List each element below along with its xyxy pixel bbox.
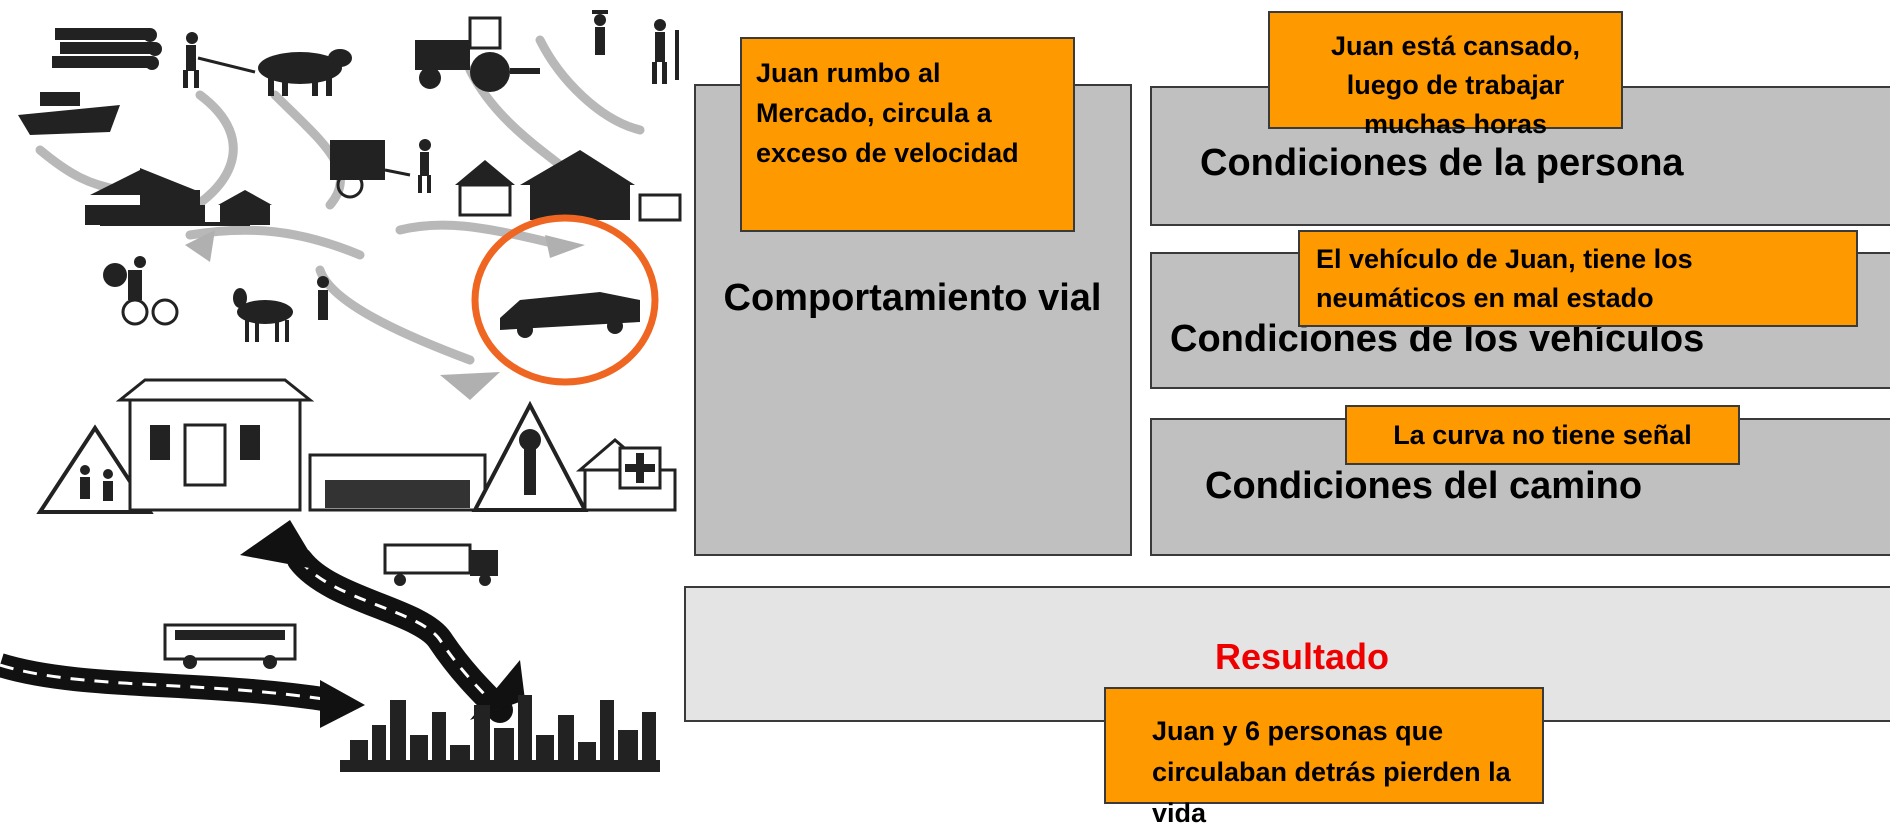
village-houses-right-icon — [455, 150, 682, 222]
condiciones-camino-label: Condiciones del camino — [1205, 465, 1643, 507]
farmers-icon — [592, 10, 679, 84]
ox-icon — [258, 49, 352, 96]
resultado-label: Resultado — [1215, 636, 1390, 677]
road-arrow-icon — [0, 520, 525, 728]
medical-icon — [575, 438, 677, 512]
note-cansado: Juan está cansado, luego de trabajar muc… — [1268, 11, 1623, 139]
ox-cart-icon — [330, 139, 431, 199]
village-houses-icon — [85, 168, 272, 226]
city-skyline-icon — [340, 695, 660, 772]
boat-icon — [18, 92, 120, 135]
tractor-icon — [415, 16, 540, 92]
note-vida: Juan y 6 personas que circulaban detrás … — [1104, 687, 1544, 828]
donkey-icon — [233, 276, 329, 342]
car-icon — [500, 292, 640, 338]
bus-icon — [163, 623, 297, 669]
school-sign-icon — [36, 424, 154, 514]
rural-road-illustration — [0, 10, 682, 772]
condiciones-persona-label: Condiciones de la persona — [1200, 142, 1684, 184]
cyclist-icon — [103, 256, 179, 326]
repair-sign-icon — [471, 400, 589, 512]
note-neumaticos: El vehículo de Juan, tiene los neumático… — [1298, 230, 1858, 327]
note-curva: La curva no tiene señal — [1345, 405, 1740, 465]
note-mercado: Juan rumbo al Mercado, circula a exceso … — [740, 37, 1075, 232]
logs-icon — [52, 28, 162, 70]
gray-arrowheads — [185, 230, 585, 400]
truck-icon — [383, 543, 498, 586]
comportamiento-vial-label: Comportamiento vial — [723, 277, 1102, 319]
market-stall-icon — [308, 453, 487, 512]
plowing-farmer-icon — [183, 32, 256, 88]
highlight-circle — [471, 214, 659, 386]
building-icon — [115, 378, 315, 512]
